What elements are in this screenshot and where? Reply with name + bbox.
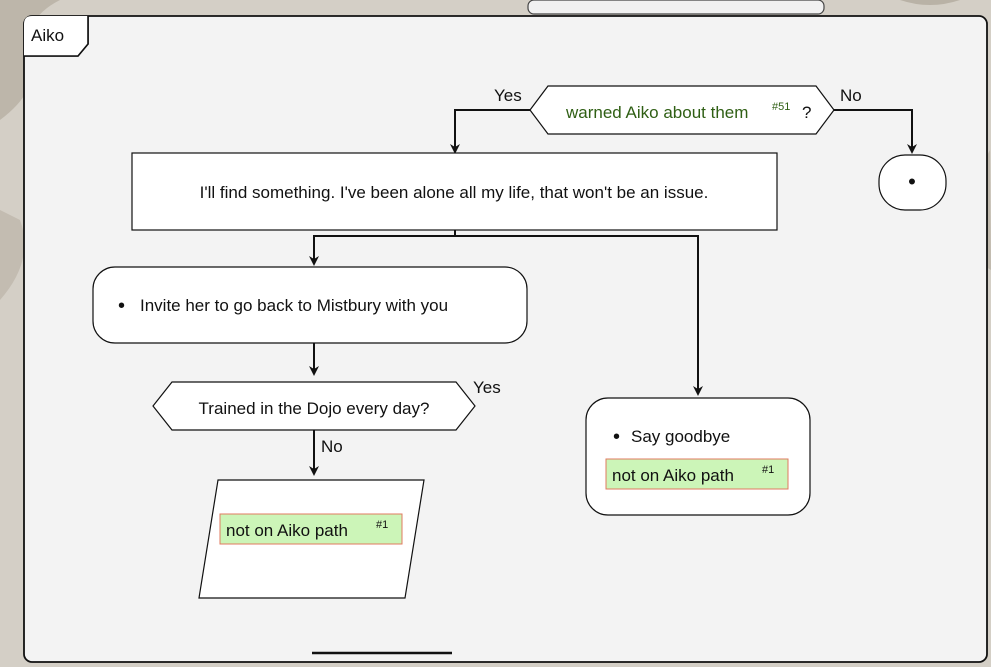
decision-trained-dojo-yes-label: Yes: [473, 378, 501, 397]
statement-text: I'll find something. I've been alone all…: [200, 183, 709, 202]
note-tag-ref: #1: [376, 519, 388, 531]
edge-yes-to-statement: [450, 109, 530, 154]
decision-trained-dojo-no-label: No: [321, 437, 343, 456]
goodbye-tag-text: not on Aiko path: [612, 466, 734, 485]
edge-no-to-end: [834, 109, 917, 154]
decision-trained-dojo: [152, 381, 476, 431]
goodbye-text: Say goodbye: [631, 427, 730, 446]
goodbye-tag-ref: #1: [762, 464, 774, 476]
frame-title-tab-fill: [24, 16, 88, 56]
invite-text: Invite her to go back to Mistbury with y…: [140, 296, 448, 315]
decision-warned-aiko-suffix: ?: [802, 103, 811, 122]
statement-box: [131, 152, 778, 231]
end-node-bullet: •: [908, 169, 916, 194]
invite-bullet: •: [118, 295, 125, 317]
decision-warned-aiko-text: warned Aiko about them: [565, 103, 748, 122]
decision-warned-aiko-ref: #51: [772, 101, 790, 113]
invite-node: [92, 266, 528, 344]
note-tag: [219, 513, 403, 545]
decision-warned-aiko-no-label: No: [840, 86, 862, 105]
goodbye-node: [585, 397, 811, 516]
end-node: [878, 154, 947, 211]
frame-title: Aiko: [31, 26, 64, 45]
goodbye-bullet: •: [613, 426, 620, 448]
decision-trained-dojo-text: Trained in the Dojo every day?: [199, 399, 430, 418]
note-tag-text: not on Aiko path: [226, 521, 348, 540]
goodbye-tag: [605, 458, 789, 490]
decision-warned-aiko-yes-label: Yes: [494, 86, 522, 105]
top-bar-fragment: [527, 0, 825, 15]
